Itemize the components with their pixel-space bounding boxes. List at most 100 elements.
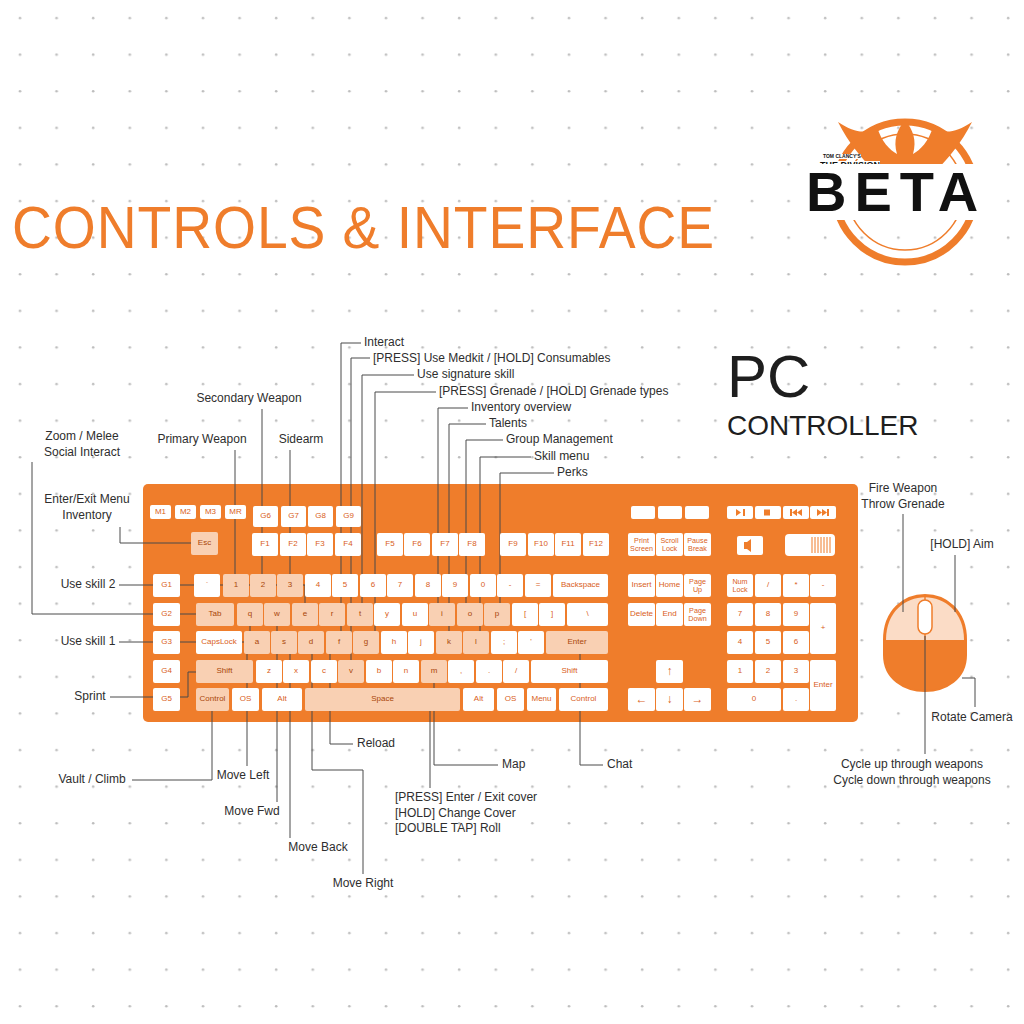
key-label: F3 xyxy=(315,540,324,548)
keyboard-key: Backspace xyxy=(553,574,608,597)
keyboard-key: G5 xyxy=(153,688,180,711)
key-label: Num Lock xyxy=(727,578,753,593)
keyboard-key: End xyxy=(656,603,683,626)
callout-label: Interact xyxy=(364,335,404,351)
key-label: M1 xyxy=(155,508,166,516)
keyboard-key: w xyxy=(264,603,290,626)
key-label: G3 xyxy=(161,638,172,646)
media-key xyxy=(755,506,781,519)
key-label: Alt xyxy=(474,695,483,703)
key-label: F5 xyxy=(385,540,394,548)
key-label: p xyxy=(495,610,499,618)
keyboard-key: 4 xyxy=(727,631,753,654)
keyboard-key: Delete xyxy=(628,603,655,626)
callout-label: Fire Weapon Throw Grenade xyxy=(856,481,951,512)
key-label: OS xyxy=(240,695,252,703)
keyboard-key: OS xyxy=(232,688,259,711)
mouse-buttons xyxy=(886,597,964,640)
keyboard-key: i xyxy=(429,603,455,626)
key-label: j xyxy=(420,638,422,646)
key-label: 0 xyxy=(481,581,485,589)
keyboard-key: G4 xyxy=(153,660,180,683)
key-label: Alt xyxy=(277,695,286,703)
keyboard-key: 4 xyxy=(305,574,331,597)
key-label: M3 xyxy=(205,508,216,516)
key-label: i xyxy=(441,610,443,618)
keyboard-key: F12 xyxy=(583,533,609,556)
key-label: v xyxy=(349,667,353,675)
key-label: 9 xyxy=(453,581,457,589)
key-label: \ xyxy=(586,610,588,618)
keyboard-key: G1 xyxy=(153,574,180,597)
key-label: - xyxy=(822,581,825,589)
mute-key xyxy=(737,536,763,555)
key-label: G2 xyxy=(161,610,172,618)
key-label: + xyxy=(821,624,826,632)
keyboard-key: q xyxy=(237,603,263,626)
keyboard-key: Control xyxy=(196,688,229,711)
callout-label: Move Back xyxy=(288,840,347,856)
keyboard-key: a xyxy=(244,631,270,654)
keyboard-key: s xyxy=(271,631,297,654)
heading-text: CONTROLLER xyxy=(727,412,918,440)
blank-key xyxy=(631,506,655,519)
keyboard-key: G3 xyxy=(153,631,180,654)
keyboard-key: G6 xyxy=(253,506,278,527)
key-label: Home xyxy=(659,581,680,589)
key-label: h xyxy=(392,638,396,646)
key-label: Page Down xyxy=(684,607,711,622)
keyboard-key: h xyxy=(381,631,407,654)
key-label: 4 xyxy=(316,581,320,589)
key-label: 3 xyxy=(288,581,292,589)
key-label: F4 xyxy=(343,540,352,548)
callout-label: Chat xyxy=(607,757,632,773)
keyboard-key: Alt xyxy=(463,688,494,711)
key-label: k xyxy=(447,638,451,646)
dial-ridges xyxy=(812,537,830,553)
key-label: Esc xyxy=(198,539,211,547)
keyboard-key: x xyxy=(283,660,309,683)
callout-label: [PRESS] Enter / Exit cover [HOLD] Change… xyxy=(395,790,555,837)
key-label: G4 xyxy=(161,667,172,675)
callout-label: Move Fwd xyxy=(224,804,279,820)
keyboard-key: / xyxy=(503,660,529,683)
key-label: f xyxy=(338,638,340,646)
callout-label: Group Management xyxy=(506,432,613,448)
keyboard-key: M3 xyxy=(200,505,221,519)
key-label: 7 xyxy=(398,581,402,589)
keyboard-key: MR xyxy=(225,505,246,519)
keyboard-key: Control xyxy=(559,688,608,711)
keyboard-key: ↓ xyxy=(656,688,683,711)
keyboard-key: F11 xyxy=(555,533,581,556)
keyboard-key: - xyxy=(810,574,836,597)
keyboard-key: F5 xyxy=(377,533,403,556)
keyboard-key: 0 xyxy=(470,574,496,597)
keyboard-key: Page Down xyxy=(684,603,711,626)
key-label: 0 xyxy=(752,695,756,703)
key-label: Pause Break xyxy=(684,537,711,552)
keyboard-key: g xyxy=(353,631,379,654)
keyboard-key: Space xyxy=(305,688,460,711)
keyboard-key: 2 xyxy=(755,660,781,683)
key-label: CapsLock xyxy=(201,638,237,646)
keyboard-key: 5 xyxy=(332,574,358,597)
keyboard-key: F6 xyxy=(404,533,430,556)
keyboard-key: 9 xyxy=(783,603,809,626)
keyboard-key: F1 xyxy=(252,533,278,556)
keyboard-key: F9 xyxy=(500,533,526,556)
callout-label: Move Right xyxy=(333,876,394,892)
keyboard-key: ↑ xyxy=(656,660,683,683)
logo-text: TOM CLANCY'S xyxy=(823,154,861,159)
keyboard-key: → xyxy=(684,688,711,711)
callout-label: Use signature skill xyxy=(417,367,514,383)
keyboard-key: Num Lock xyxy=(727,574,753,597)
key-label: g xyxy=(364,638,368,646)
callout-label: Zoom / Melee Social Interact xyxy=(32,429,132,460)
key-label: w xyxy=(274,610,280,618)
callout-label: [PRESS] Use Medkit / [HOLD] Consumables xyxy=(373,351,610,367)
keyboard-key: Tab xyxy=(196,603,234,626)
keyboard-key: G9 xyxy=(336,506,361,527)
key-label: G7 xyxy=(288,512,299,520)
keyboard-key: F8 xyxy=(459,533,485,556)
key-label: ← xyxy=(636,693,648,706)
